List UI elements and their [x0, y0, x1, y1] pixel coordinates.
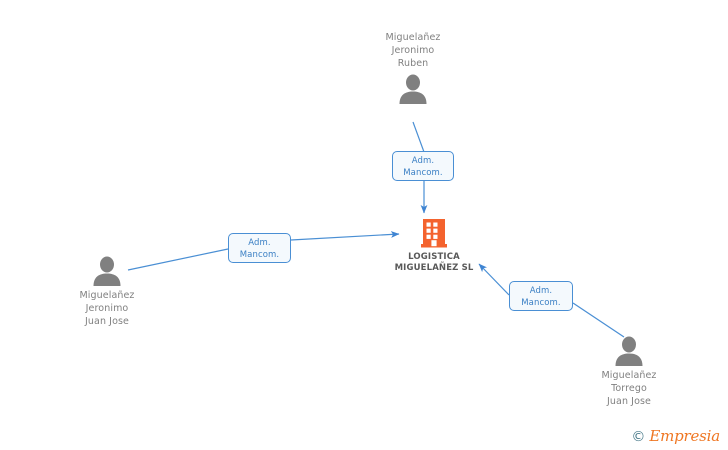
person-icon — [93, 256, 121, 286]
person-icon — [399, 74, 427, 104]
person-name-left: Miguelañez Jeronimo Juan Jose — [79, 290, 135, 327]
relation-label-top[interactable]: Adm. Mancom. — [392, 151, 454, 181]
watermark: © Empresia — [631, 429, 720, 444]
person-node-right[interactable]: Miguelañez Torrego Juan Jose — [554, 336, 704, 408]
relation-label-left[interactable]: Adm. Mancom. — [228, 233, 291, 263]
building-icon — [421, 219, 447, 248]
edge-right-outer — [572, 302, 625, 338]
person-name-top: Miguelañez Jeronimo Ruben — [385, 32, 441, 69]
copyright-icon: © — [631, 428, 646, 445]
person-name-right: Miguelañez Torrego Juan Jose — [601, 370, 657, 407]
edge-top-upper — [412, 121, 425, 153]
person-node-left[interactable]: Miguelañez Jeronimo Juan Jose — [32, 256, 182, 328]
company-name: LOGISTICA MIGUELAÑEZ SL — [394, 252, 474, 273]
person-node-top[interactable]: Miguelañez Jeronimo Ruben — [338, 31, 488, 104]
relation-label-right[interactable]: Adm. Mancom. — [509, 281, 573, 311]
company-node[interactable]: LOGISTICA MIGUELAÑEZ SL — [359, 216, 509, 274]
brand-name: Empresia — [649, 427, 720, 445]
person-icon — [615, 336, 643, 366]
